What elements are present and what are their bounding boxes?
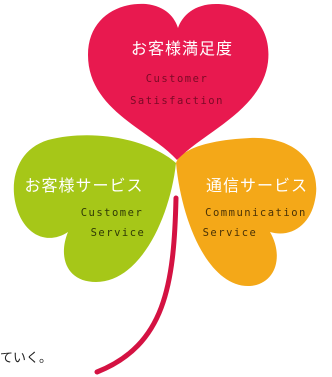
stem — [94, 195, 179, 375]
leaf-right-title: 通信サービス — [206, 176, 308, 195]
leaf-left-shape — [13, 135, 177, 282]
leaf-left-sub-line2: Service — [91, 227, 146, 239]
leaf-right-sub-line1: Communication — [205, 207, 307, 219]
leaf-top-sub-line1: Customer — [146, 73, 209, 85]
leaf-top-shape — [88, 3, 269, 160]
leaf-top-sub-line2: Satisfaction — [130, 95, 224, 107]
leaf-right-sub-line2: Service — [203, 227, 258, 239]
leaf-top-title: お客様満足度 — [131, 39, 233, 58]
leaf-left-sub-line1: Customer — [81, 207, 144, 219]
leaf-left-title: お客様サービス — [24, 176, 143, 195]
caption-text: ていく。 — [0, 351, 53, 366]
leaf-right-shape — [176, 137, 317, 287]
